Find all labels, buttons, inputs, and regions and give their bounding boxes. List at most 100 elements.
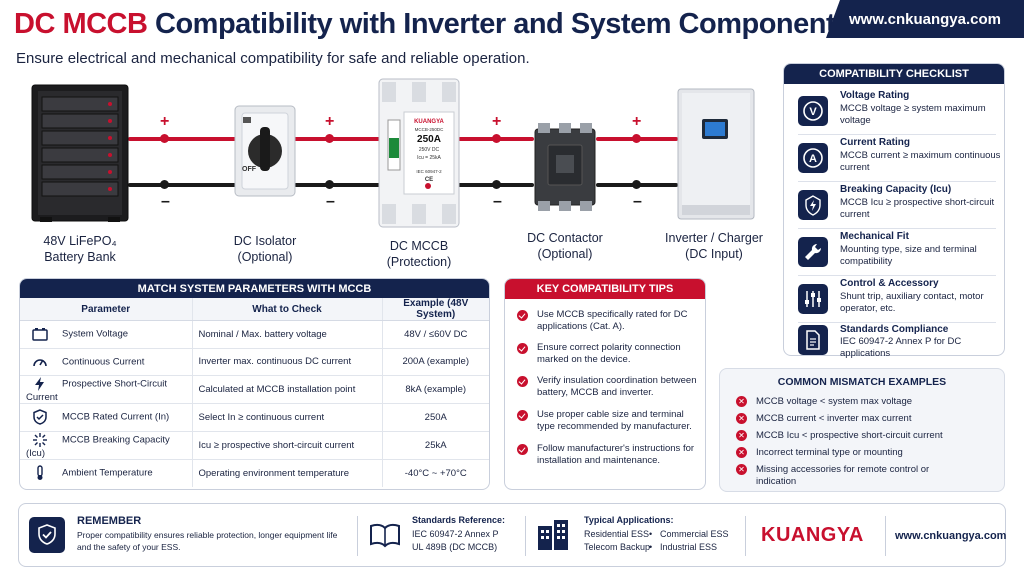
column-header: Parameter [20, 298, 192, 321]
checklist-item-desc: MCCB Icu ≥ prospective short-circuit cur… [840, 197, 995, 220]
tip-text: Ensure correct polarity connection marke… [537, 342, 681, 365]
sliders-icon [798, 284, 828, 314]
check-cell: Nominal / Max. battery voltage [191, 320, 382, 349]
isolator-off-label: OFF [242, 166, 256, 173]
terminal-dot [492, 134, 501, 143]
mccb-brand: KUANGYA [414, 119, 444, 125]
check-cell: Calculated at MCCB installation point [191, 375, 382, 404]
document-icon [798, 325, 828, 355]
checklist-item: A Current Rating MCCB current ≥ maximum … [798, 137, 1008, 183]
page-subtitle: Ensure electrical and mechanical compati… [16, 50, 530, 67]
gauge-icon [33, 358, 47, 366]
param-cell: MCCB Breaking Capacity (Icu) [20, 431, 192, 460]
mismatch-title: COMMON MISMATCH EXAMPLES [777, 376, 947, 388]
example-cell: 48V / ≤60V DC [381, 320, 489, 349]
checklist-item: Standards Compliance IEC 60947-2 Annex P… [798, 322, 1008, 359]
divider [885, 516, 886, 556]
application-2: Commercial ESS [660, 529, 729, 539]
param-name: Ambient Temperature [62, 467, 153, 479]
thermometer-icon [37, 465, 43, 480]
divider [798, 275, 996, 276]
svg-text:A: A [809, 153, 817, 165]
checklist-item-title: Control & Accessory [840, 278, 939, 289]
standard-1: IEC 60947-2 Annex P [412, 529, 499, 539]
shield-icon [29, 517, 65, 553]
table-row: Prospective Short-Circuit Current Calcul… [20, 375, 489, 404]
mccb-rating: 250A [417, 134, 441, 145]
component-sub: (Optional) [237, 250, 293, 264]
parameters-title: MATCH SYSTEM PARAMETERS WITH MCCB [20, 279, 489, 299]
buildings-icon [538, 520, 568, 550]
check-circle-icon [517, 444, 528, 455]
shield-check-icon [33, 409, 47, 426]
check-cell: Operating environment temperature [191, 459, 382, 487]
mccb-face: KUANGYA MCCB-250DC 250A 250V DC Icu = 25… [404, 118, 454, 184]
divider [798, 134, 996, 135]
component-name: DC Contactor [527, 231, 603, 245]
minus-sign: – [633, 193, 642, 210]
remember-text: Proper compatibility ensures reliable pr… [77, 530, 338, 552]
parameters-table: Parameter What to Check Example (48V Sys… [20, 298, 489, 487]
lightning-icon [798, 190, 828, 220]
terminal-dot [632, 134, 641, 143]
divider [357, 516, 358, 556]
param-name: Prospective Short-Circuit Current [26, 378, 168, 403]
column-header: Example (48V System) [381, 298, 489, 321]
key-tips-panel: KEY COMPATIBILITY TIPS Use MCCB specific… [504, 278, 706, 490]
checklist-item: V Voltage Rating MCCB voltage ≥ system m… [798, 90, 1008, 136]
page-title: DC MCCB Compatibility with Inverter and … [14, 8, 851, 41]
example-cell: 25kA [381, 431, 489, 460]
terminal-dot [160, 180, 169, 189]
bolt-icon [35, 377, 44, 391]
header-url-link[interactable]: www.cnkuangya.com [826, 0, 1024, 38]
tip-text: Verify insulation coordination between b… [537, 375, 697, 398]
column-header: What to Check [191, 298, 382, 321]
x-circle-icon: ✕ [736, 413, 747, 424]
mccb-label: DC MCCB (Protection) [359, 238, 479, 270]
spark-icon [33, 432, 47, 447]
standards-title: Standards Reference: [412, 515, 506, 525]
title-rest: Compatibility with Inverter and System C… [155, 8, 851, 40]
plus-sign: + [160, 113, 170, 130]
checklist-title: COMPATIBILITY CHECKLIST [784, 64, 1004, 84]
param-cell: System Voltage [20, 320, 192, 349]
divider [745, 516, 746, 556]
component-name: DC MCCB [389, 239, 449, 253]
x-circle-icon: ✕ [736, 447, 747, 458]
book-icon [370, 523, 400, 548]
inverter-label: Inverter / Charger (DC Input) [654, 230, 774, 262]
param-name: MCCB Breaking Capacity (Icu) [26, 434, 170, 459]
check-cell: Icu ≥ prospective short-circuit current [191, 431, 382, 460]
footer-bar: REMEMBER Proper compatibility ensures re… [18, 503, 1006, 567]
example-cell: 200A (example) [381, 348, 489, 376]
check-circle-icon [517, 410, 528, 421]
component-sub: (Optional) [537, 247, 593, 261]
plus-sign: + [325, 113, 335, 130]
checklist-item: Mechanical Fit Mounting type, size and t… [798, 231, 1008, 277]
checklist-item-title: Standards Compliance [840, 324, 949, 335]
title-accent: DC MCCB [14, 8, 148, 40]
positive-wire-2 [294, 137, 380, 141]
x-circle-icon: ✕ [736, 430, 747, 441]
checklist-item-desc: Shunt trip, auxiliary contact, motor ope… [840, 291, 984, 314]
x-circle-icon: ✕ [736, 464, 747, 475]
bullet-dot: • [649, 542, 653, 552]
param-name: MCCB Rated Current (In) [62, 411, 170, 423]
isolator-label: DC Isolator (Optional) [205, 233, 325, 265]
component-sub: (Protection) [386, 255, 452, 269]
table-row: System Voltage Nominal / Max. battery vo… [20, 320, 489, 349]
footer-url-link[interactable]: www.cnkuangya.com [895, 530, 1007, 542]
table-header-row: Parameter What to Check Example (48V Sys… [20, 298, 489, 321]
mccb-model: MCCB-250DC [414, 127, 444, 132]
check-cell: Inverter max. continuous DC current [191, 348, 382, 376]
dc-isolator-image [234, 105, 296, 197]
plus-sign: + [632, 113, 642, 130]
check-circle-icon [517, 376, 528, 387]
battery-icon [32, 328, 48, 341]
tip-text: Use MCCB specifically rated for DC appli… [537, 309, 688, 332]
param-cell: Prospective Short-Circuit Current [20, 375, 192, 404]
table-row: MCCB Rated Current (In) Select In ≥ cont… [20, 403, 489, 432]
checklist-item-title: Mechanical Fit [840, 231, 909, 242]
negative-wire-2 [294, 183, 380, 187]
minus-sign: – [326, 193, 335, 210]
